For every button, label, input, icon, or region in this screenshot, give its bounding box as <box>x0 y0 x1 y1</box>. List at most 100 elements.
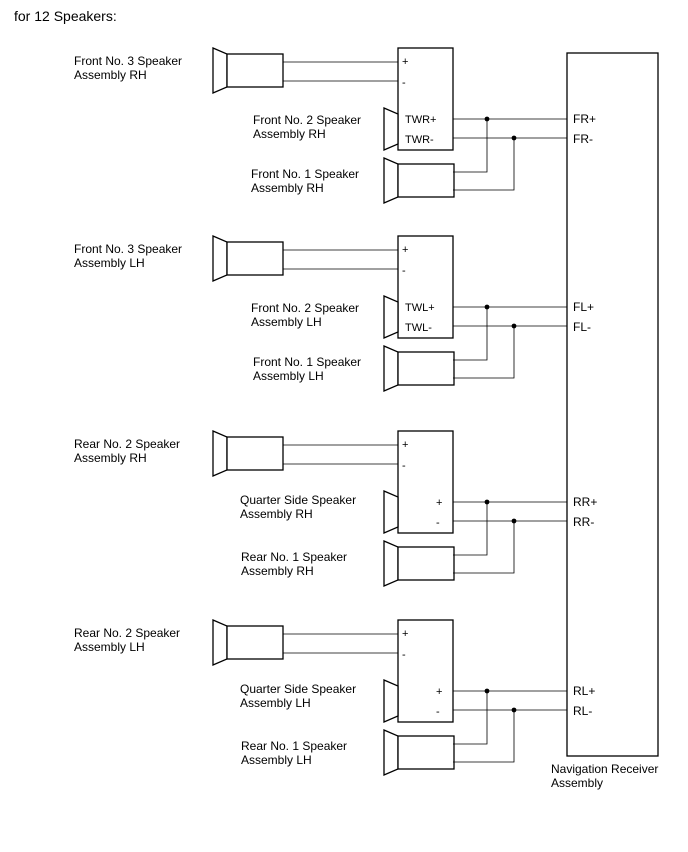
speaker-body <box>226 53 284 88</box>
pin-a-plus: + <box>402 439 408 451</box>
speaker-a-label-line1: Front No. 3 Speaker <box>74 54 182 68</box>
diagram-title: for 12 Speakers: <box>14 8 117 24</box>
pin-b-minus: - <box>436 517 440 529</box>
receiver-pin-plus: FL+ <box>573 300 594 314</box>
wire-c-minus <box>453 326 515 379</box>
speaker-b-body <box>397 235 454 339</box>
speaker-a-label-line2: Assembly LH <box>74 256 145 270</box>
speaker-cone <box>212 619 228 666</box>
speaker-c-icon <box>383 540 455 587</box>
speaker-cone <box>383 157 399 204</box>
wire-c-minus <box>453 521 515 574</box>
speaker-cone <box>212 235 228 282</box>
junction-dot <box>511 518 517 524</box>
speaker-c-label-line2: Assembly RH <box>251 181 324 195</box>
speaker-body <box>226 625 284 660</box>
speaker-a-label-line2: Assembly RH <box>74 68 147 82</box>
receiver-pin-minus: FR- <box>573 132 593 146</box>
pin-b-minus: - <box>436 706 440 718</box>
speaker-cone <box>383 345 399 392</box>
speaker-a-label-line1: Rear No. 2 Speaker <box>74 626 180 640</box>
speaker-c-label-line1: Front No. 1 Speaker <box>251 167 359 181</box>
speaker-c-label-line2: Assembly LH <box>253 369 324 383</box>
speaker-b-label-line1: Front No. 2 Speaker <box>251 301 359 315</box>
speaker-b-cone <box>383 107 399 151</box>
speaker-b-cone <box>383 490 399 534</box>
receiver-pin-plus: FR+ <box>573 112 596 126</box>
pin-a-minus: - <box>402 649 406 661</box>
junction-dot <box>484 499 490 505</box>
speaker-body <box>397 163 455 198</box>
junction-dot <box>484 688 490 694</box>
pin-a-plus: + <box>402 56 408 68</box>
receiver-pin-minus: FL- <box>573 320 591 334</box>
pin-a-minus: - <box>402 77 406 89</box>
speaker-a-label-line1: Rear No. 2 Speaker <box>74 437 180 451</box>
speaker-c-label-line1: Front No. 1 Speaker <box>253 355 361 369</box>
wire-c-plus <box>453 502 488 556</box>
speaker-a-icon <box>212 235 284 282</box>
speaker-a-label-line2: Assembly RH <box>74 451 147 465</box>
speaker-a-icon <box>212 619 284 666</box>
speaker-b-label-line2: Assembly RH <box>253 127 326 141</box>
receiver-label-line2: Assembly <box>551 776 603 790</box>
speaker-c-icon <box>383 729 455 776</box>
speaker-c-label-line1: Rear No. 1 Speaker <box>241 550 347 564</box>
pin-a-plus: + <box>402 244 408 256</box>
speaker-body <box>226 241 284 276</box>
wire-c-plus <box>453 119 488 173</box>
speaker-c-label-line2: Assembly RH <box>241 564 314 578</box>
speaker-b-cone <box>383 295 399 339</box>
speaker-b-body <box>397 430 454 534</box>
wire-c-plus <box>453 691 488 745</box>
speaker-cone <box>383 540 399 587</box>
junction-dot <box>484 116 490 122</box>
speaker-body <box>226 436 284 471</box>
pin-b-plus: TWR+ <box>405 114 436 126</box>
junction-dot <box>484 304 490 310</box>
speaker-cone <box>383 729 399 776</box>
speaker-body <box>397 351 455 386</box>
speaker-body <box>397 735 455 770</box>
pin-b-minus: TWL- <box>405 322 432 334</box>
pin-a-plus: + <box>402 628 408 640</box>
receiver-pin-minus: RR- <box>573 515 594 529</box>
junction-dot <box>511 135 517 141</box>
speaker-b-body <box>397 47 454 151</box>
receiver-label-line1: Navigation Receiver <box>551 762 658 776</box>
speaker-a-icon <box>212 47 284 94</box>
speaker-b-label-line2: Assembly LH <box>251 315 322 329</box>
receiver-pin-plus: RL+ <box>573 684 595 698</box>
speaker-c-label-line2: Assembly LH <box>241 753 312 767</box>
speaker-a-label-line2: Assembly LH <box>74 640 145 654</box>
speaker-b-cone <box>383 679 399 723</box>
pin-b-plus: TWL+ <box>405 302 435 314</box>
speaker-b-label-line1: Quarter Side Speaker <box>240 493 356 507</box>
speaker-b-body <box>397 619 454 723</box>
speaker-cone <box>212 430 228 477</box>
speaker-c-label-line1: Rear No. 1 Speaker <box>241 739 347 753</box>
wire-c-plus <box>453 307 488 361</box>
speaker-b-label-line1: Quarter Side Speaker <box>240 682 356 696</box>
wire-c-minus <box>453 138 515 191</box>
navigation-receiver-box <box>566 52 659 757</box>
speaker-c-icon <box>383 157 455 204</box>
pin-a-minus: - <box>402 265 406 277</box>
pin-b-plus: + <box>436 497 442 509</box>
pin-b-plus: + <box>436 686 442 698</box>
junction-dot <box>511 323 517 329</box>
speaker-b-label-line2: Assembly RH <box>240 507 313 521</box>
speaker-b-label-line2: Assembly LH <box>240 696 311 710</box>
receiver-pin-plus: RR+ <box>573 495 597 509</box>
pin-a-minus: - <box>402 460 406 472</box>
speaker-a-label-line1: Front No. 3 Speaker <box>74 242 182 256</box>
speaker-b-label-line1: Front No. 2 Speaker <box>253 113 361 127</box>
pin-b-minus: TWR- <box>405 134 434 146</box>
speaker-c-icon <box>383 345 455 392</box>
